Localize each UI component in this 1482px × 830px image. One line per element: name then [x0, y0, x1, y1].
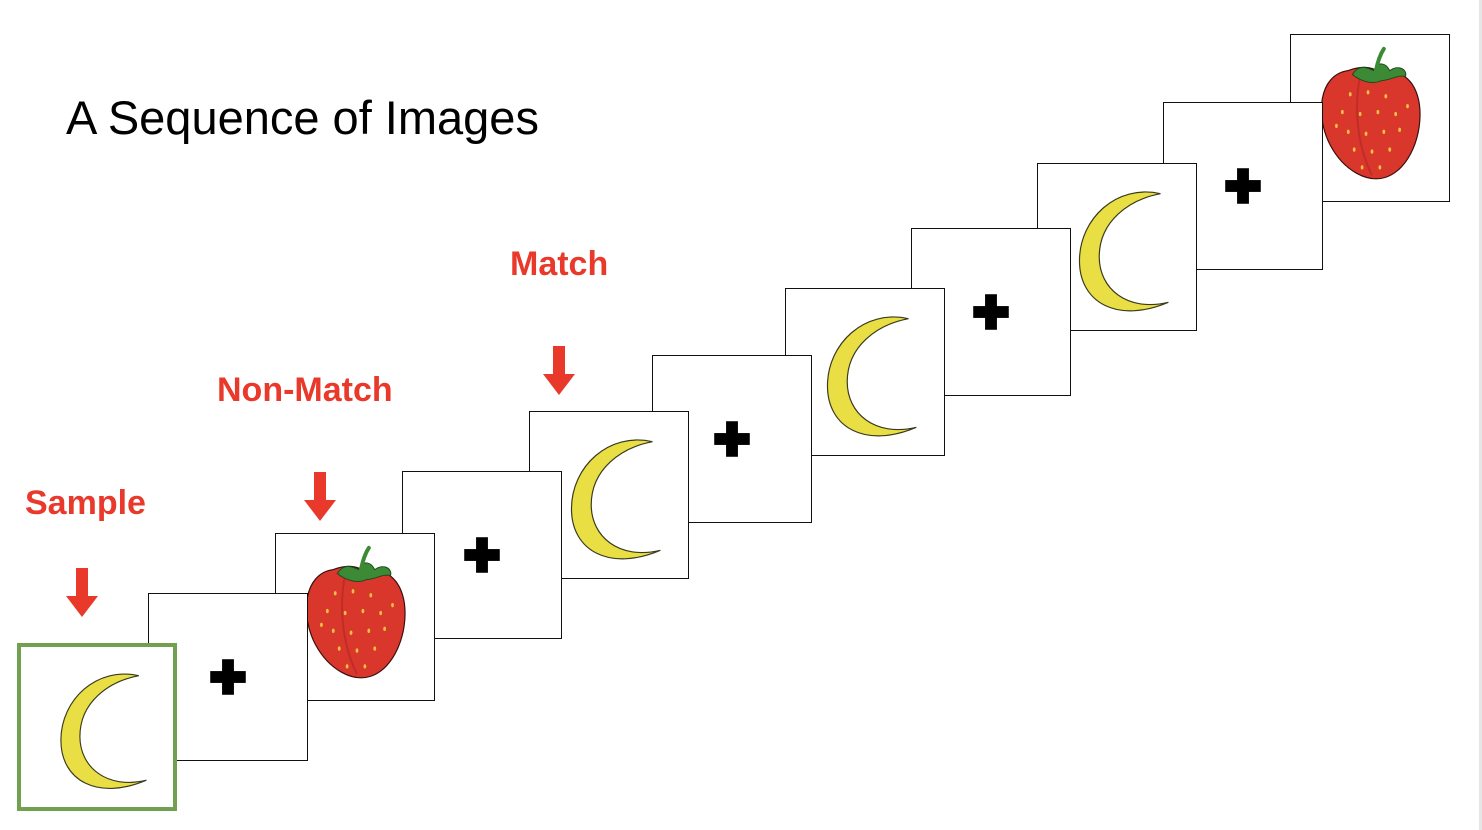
fixation-cross-icon [714, 421, 750, 457]
moon-icon [826, 316, 917, 437]
fixation-cross-icon [973, 294, 1009, 330]
fixation-cross-icon [464, 537, 500, 573]
moon-icon [60, 673, 147, 789]
match-label: Match [510, 245, 609, 283]
strawberry-icon [1320, 46, 1421, 180]
moon-icon [1078, 191, 1169, 312]
match-arrow-icon [543, 346, 575, 395]
slide-title: A Sequence of Images [66, 91, 539, 144]
fixation-cross-icon [210, 659, 246, 695]
sample-arrow-icon [66, 568, 98, 617]
sample-card [17, 643, 177, 811]
slide-edge [1479, 0, 1482, 830]
sample-label: Sample [25, 484, 146, 522]
non-match-label: Non-Match [217, 371, 393, 409]
strawberry-icon [305, 545, 406, 679]
sequence-card [275, 533, 435, 701]
moon-icon [570, 439, 661, 560]
fixation-cross-icon [1225, 168, 1261, 204]
non-match-arrow-icon [304, 472, 336, 521]
